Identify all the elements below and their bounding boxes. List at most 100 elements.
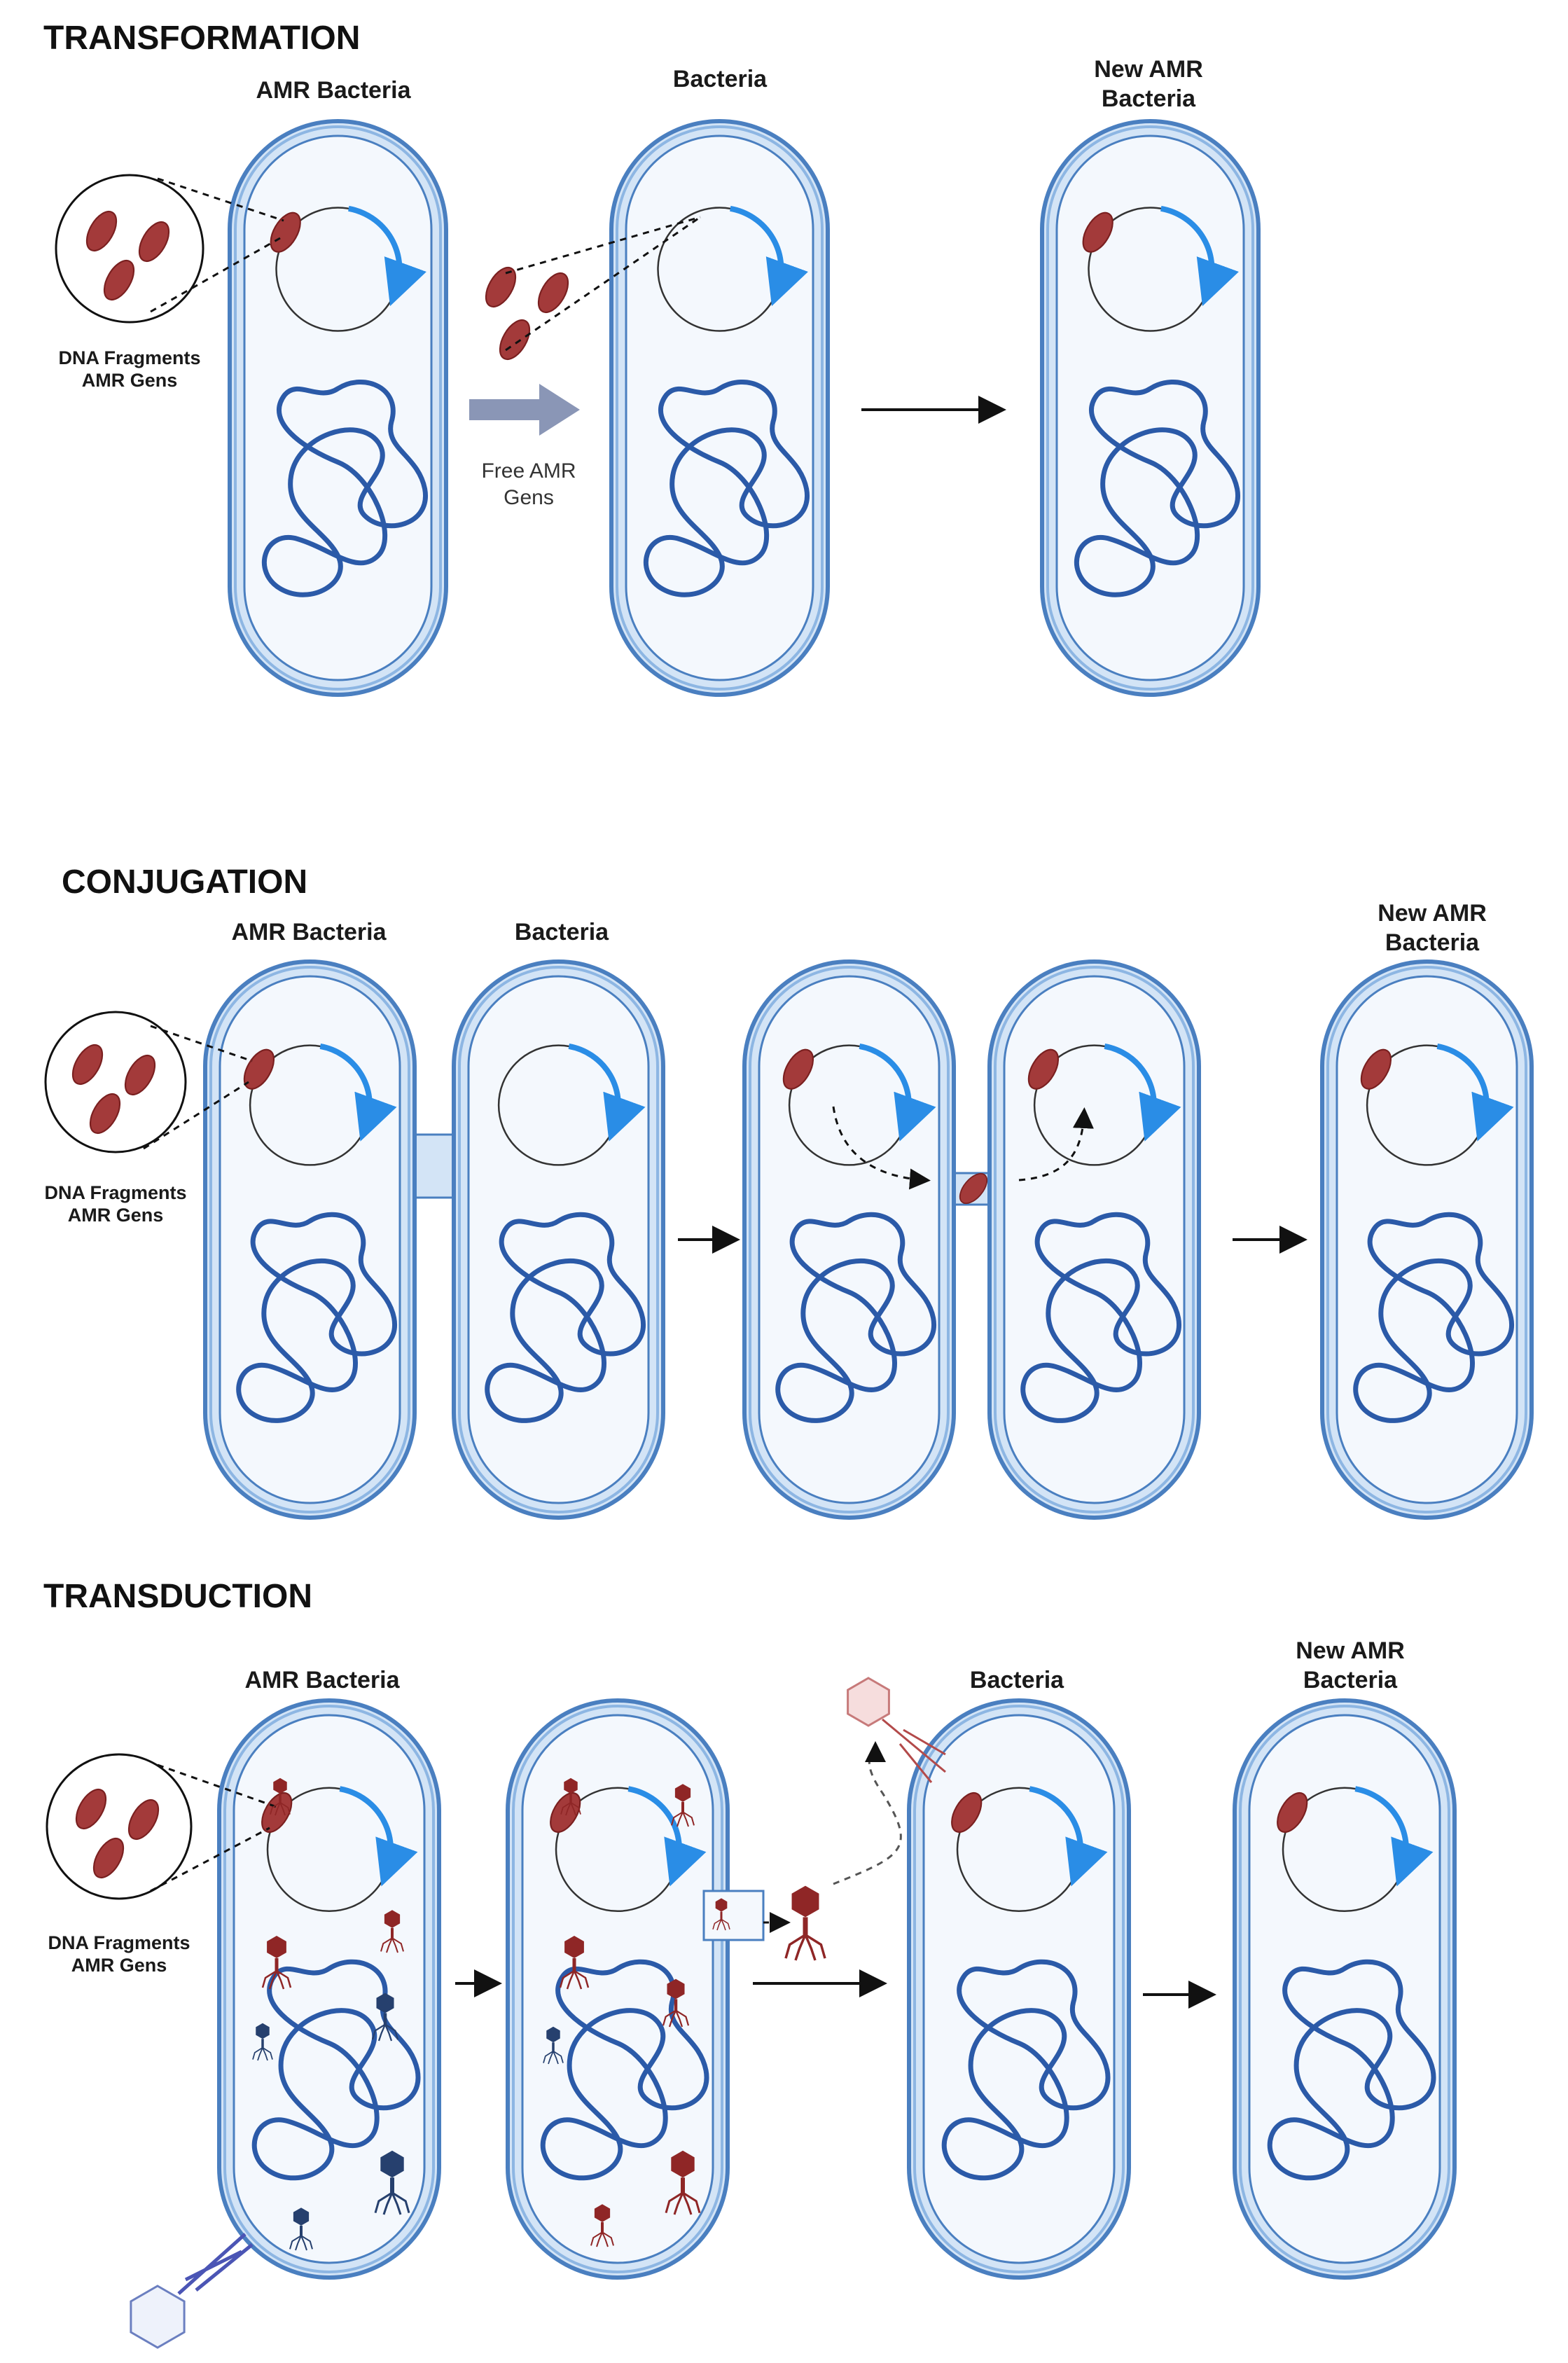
phage-capsid-empty bbox=[130, 2285, 186, 2349]
transduction-label-amr-bacteria: AMR Bacteria bbox=[244, 1667, 400, 1693]
bacteriophage-icon bbox=[261, 1936, 292, 1990]
dna-fragment-icon bbox=[243, 1048, 275, 1090]
cytoplasm bbox=[1335, 975, 1518, 1504]
chromosome-icon bbox=[1020, 1212, 1182, 1423]
uptake-guide-line bbox=[505, 216, 701, 275]
uptake-arrow bbox=[469, 384, 580, 436]
plasmid-gene-arc bbox=[1436, 1043, 1514, 1142]
uptake-guide-line bbox=[505, 216, 701, 352]
bacterium-new-amr-transduction bbox=[1233, 1698, 1457, 2280]
zoom-guide-line bbox=[157, 177, 284, 222]
cell-wall-mid bbox=[913, 1705, 1125, 2273]
chromosome-icon bbox=[941, 1959, 1111, 2181]
magnifier-circle bbox=[44, 1011, 187, 1153]
cytoplasm bbox=[233, 1714, 426, 2264]
dna-fragment-icon bbox=[550, 1792, 581, 1834]
dna-fragment-icon bbox=[85, 210, 118, 252]
phage-head bbox=[546, 2026, 560, 2043]
dna-fragment-icon bbox=[1277, 1792, 1308, 1834]
bacterium-amr-transformation bbox=[228, 119, 448, 697]
phage-legs bbox=[252, 2047, 273, 2061]
phage-legs bbox=[560, 1802, 581, 1816]
phage-head bbox=[564, 1936, 584, 1958]
plasmid-gene-arc bbox=[1354, 1786, 1434, 1887]
transduction-inset-caption-1: DNA Fragments bbox=[48, 1932, 190, 1953]
transduction-label-bacteria: Bacteria bbox=[970, 1667, 1064, 1693]
phage-tail-fibers bbox=[882, 1718, 946, 1783]
phage-head bbox=[380, 2150, 404, 2178]
dna-fragment-icon bbox=[485, 266, 517, 308]
transformation-inset-caption-2: AMR Gens bbox=[82, 370, 178, 391]
chromosome-icon bbox=[1353, 1212, 1515, 1423]
bacterium-recipient-transduction bbox=[907, 1698, 1131, 2280]
transformation-label-bacteria: Bacteria bbox=[673, 66, 768, 92]
zoom-guide-line bbox=[150, 237, 281, 313]
bacteriophage-icon bbox=[543, 2026, 564, 2065]
phage-legs bbox=[671, 1811, 695, 1827]
dna-fragment-icon bbox=[75, 1788, 107, 1830]
transformation-label-new-amr-1: New AMR bbox=[1094, 56, 1203, 83]
phage-head bbox=[293, 2208, 310, 2226]
cell-wall-mid bbox=[1239, 1705, 1450, 2273]
conjugation-inset-caption-1: DNA Fragments bbox=[44, 1182, 186, 1203]
conjugation-label-new-amr-1: New AMR bbox=[1378, 900, 1487, 927]
bacteria-layer bbox=[44, 119, 1534, 2280]
bacterium-recipient-transformation bbox=[609, 119, 830, 697]
chromosome-icon bbox=[485, 1212, 646, 1423]
bacterium-new-amr-transformation bbox=[1040, 119, 1261, 697]
plasmid-gene-arc bbox=[730, 205, 808, 307]
plasmid-gene-arc bbox=[1160, 205, 1239, 307]
plasmid-gene-arc bbox=[859, 1043, 936, 1142]
phage-legs bbox=[270, 1802, 291, 1816]
bacteriophage-icon bbox=[662, 1979, 690, 2028]
inset-transduction bbox=[46, 1753, 193, 1900]
bacteriophage-icon bbox=[712, 1898, 730, 1931]
chromosome-icon bbox=[236, 1212, 398, 1423]
bacterium-donor-conjugation-2 bbox=[742, 959, 956, 1520]
chromosome-icon bbox=[1074, 380, 1240, 597]
magnifier-circle bbox=[55, 174, 204, 324]
zoom-guide-line bbox=[143, 1081, 249, 1150]
conjugation-title: CONJUGATION bbox=[62, 864, 307, 901]
transduction-inset-caption-2: AMR Gens bbox=[71, 1955, 167, 1976]
dna-fragment-icon bbox=[537, 272, 569, 314]
conjugation-label-new-amr-2: Bacteria bbox=[1385, 929, 1480, 956]
infection-path bbox=[833, 1741, 902, 1885]
dna-fragment-icon bbox=[138, 221, 170, 263]
bacteriophage-icon bbox=[289, 2208, 313, 2251]
phage-legs bbox=[662, 2009, 690, 2028]
zoom-guide-line bbox=[157, 1763, 277, 1808]
plasmid-gene-arc bbox=[339, 1786, 418, 1887]
cell-wall-mid bbox=[1046, 125, 1254, 691]
cell-wall-mid bbox=[749, 966, 950, 1513]
phage-legs bbox=[784, 1934, 826, 1961]
chromosome-icon bbox=[775, 1212, 937, 1423]
dna-fragment-icon bbox=[89, 1093, 121, 1135]
cell-wall-mid bbox=[1326, 966, 1527, 1513]
inset-conjugation bbox=[44, 1011, 187, 1153]
cytoplasm bbox=[218, 975, 401, 1504]
transformation-title: TRANSFORMATION bbox=[43, 20, 360, 57]
cytoplasm bbox=[625, 134, 814, 681]
dna-fragment-icon bbox=[1082, 212, 1113, 253]
detail-layer bbox=[130, 177, 1307, 2349]
dna-fragment-icon bbox=[270, 212, 301, 253]
phage-legs bbox=[590, 2231, 614, 2247]
phage-capsid-empty bbox=[847, 1677, 890, 1727]
conjugation-label-amr-bacteria: AMR Bacteria bbox=[231, 919, 387, 945]
phage-legs bbox=[380, 1937, 404, 1953]
plasmid-gene-arc bbox=[319, 1043, 397, 1142]
bacterium-new-amr-conjugation bbox=[1320, 959, 1534, 1520]
phage-head bbox=[384, 1910, 401, 1928]
bacterium-lysing-transduction bbox=[506, 1698, 730, 2280]
magnifier-circle bbox=[46, 1753, 193, 1900]
bacterium-recipient-conjugation-2 bbox=[987, 959, 1201, 1520]
cell-wall-mid bbox=[458, 966, 659, 1513]
plasmid-gene-arc bbox=[627, 1786, 707, 1887]
phage-legs bbox=[261, 1969, 292, 1990]
lysis-opening bbox=[702, 1890, 765, 1941]
plasmid-gene-arc bbox=[568, 1043, 646, 1142]
bacteriophage-icon bbox=[671, 1784, 695, 1827]
cell-wall-mid bbox=[209, 966, 410, 1513]
